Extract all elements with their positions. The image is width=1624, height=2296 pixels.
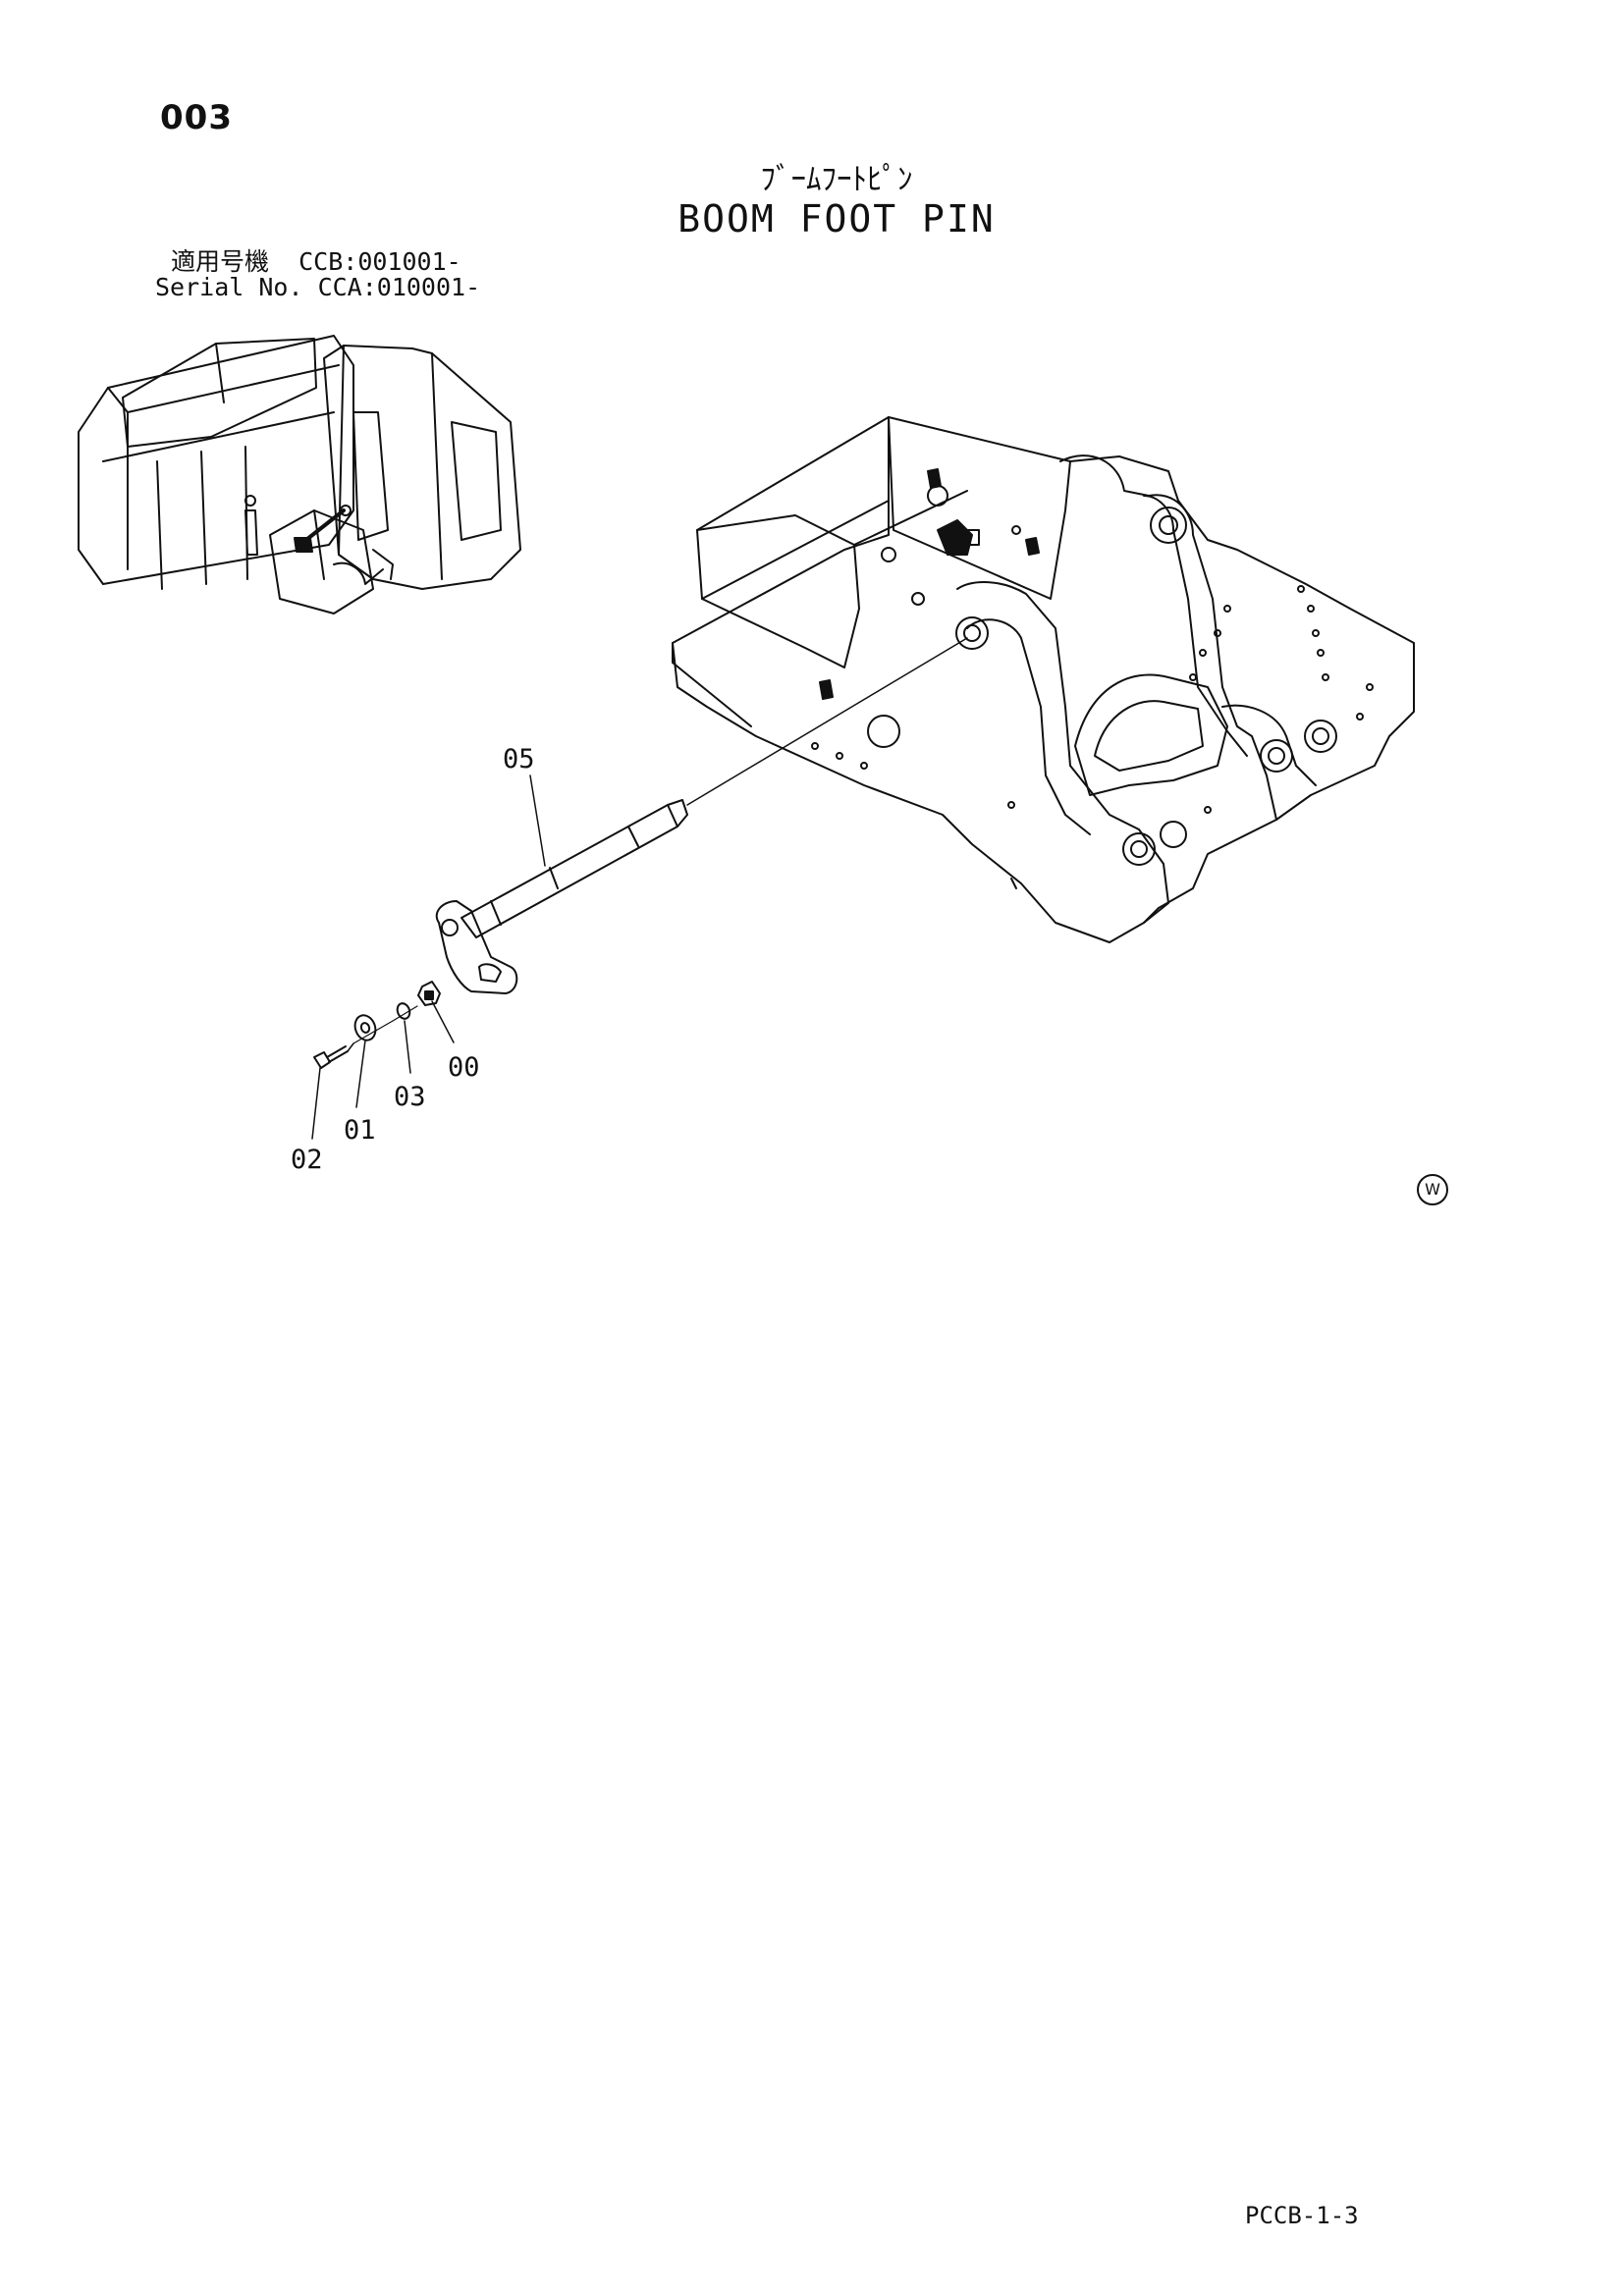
callout-leaders <box>311 774 546 1140</box>
manufacturer-mark: W <box>1417 1174 1448 1205</box>
callout-03: 03 <box>394 1082 426 1112</box>
serial-label-en: Serial No. <box>155 273 303 301</box>
serial-label-jp: 適用号機 <box>171 247 270 276</box>
excavator-overview-illustration <box>78 335 521 614</box>
callout-01: 01 <box>344 1115 376 1146</box>
callout-05: 05 <box>503 744 535 774</box>
serial-value-cca: CCA:010001- <box>317 273 481 301</box>
boom-foot-pin-part <box>435 637 968 994</box>
revolving-frame-illustration <box>672 416 1415 943</box>
serial-value-ccb: CCB:001001- <box>298 247 461 276</box>
title-japanese: ﾌﾞｰﾑﾌｰﾄﾋﾟﾝ <box>760 162 913 197</box>
callout-00: 00 <box>448 1052 480 1083</box>
serial-line-1: 適用号機 CCB:001001- <box>171 248 461 276</box>
document-code: PCCB-1-3 <box>1245 2202 1359 2229</box>
title-english: BOOM FOOT PIN <box>677 197 996 240</box>
hardware-stack <box>313 981 441 1069</box>
callout-02: 02 <box>291 1145 323 1175</box>
page-number: 003 <box>160 98 233 137</box>
serial-line-2: Serial No. CCA:010001- <box>155 274 480 301</box>
